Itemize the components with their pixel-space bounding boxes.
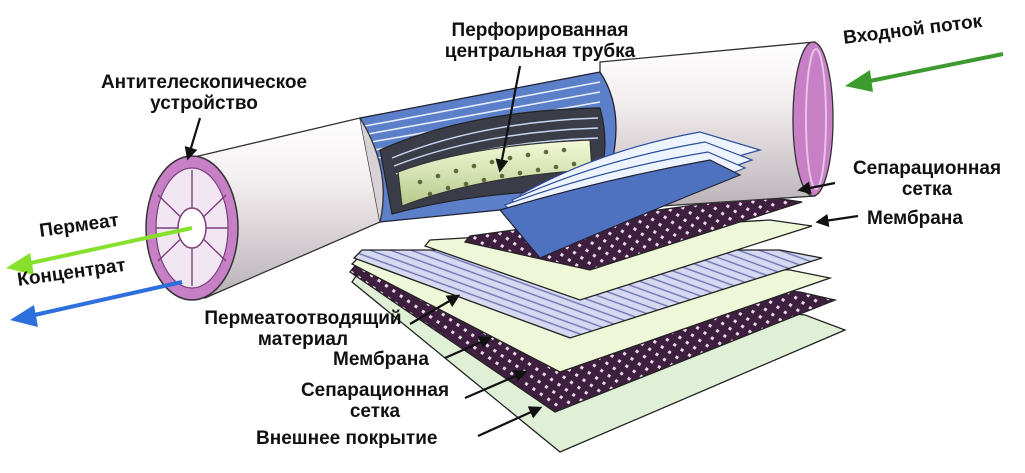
label-perforated-tube: Перфорированная центральная трубка	[444, 20, 636, 62]
leader-permeate-carrier	[409, 294, 461, 325]
leaf-stack	[349, 195, 847, 453]
leader-arrows	[184, 65, 859, 438]
label-permeate-carrier: Пермеатоотводящий материал	[204, 308, 402, 350]
leader-separation-mesh-top	[797, 181, 836, 195]
inlet-end-cap	[792, 41, 834, 197]
label-anti-telescoping: Антителескопическое устройство	[100, 72, 308, 114]
leader-membrane-top	[815, 213, 859, 227]
concentrate-arrowhead	[10, 305, 38, 327]
leader-anti-telescoping	[184, 117, 202, 161]
label-membrane-top: Мембрана	[867, 208, 963, 229]
tube-perforations	[417, 147, 577, 197]
flow-arrows	[6, 52, 1004, 327]
label-outer-wrap: Внешнее покрытие	[256, 428, 438, 449]
rolled-membrane-core	[359, 71, 763, 259]
permeate-arrowhead	[6, 253, 34, 275]
leader-membrane-bottom	[444, 336, 493, 360]
label-separation-mesh-bottom: Сепарационная сетка	[300, 380, 450, 422]
permeate-arrow	[25, 226, 193, 266]
concentrate-arrow	[29, 280, 183, 318]
label-separation-mesh-top: Сепарационная сетка	[852, 158, 1002, 200]
leader-outer-wrap	[477, 406, 543, 438]
leader-perforated-tube	[495, 65, 522, 173]
left-shell	[145, 117, 384, 301]
inlet-flow-arrowhead	[845, 70, 873, 92]
leader-separation-mesh-bottom	[464, 370, 528, 400]
label-membrane-bottom: Мембрана	[333, 349, 429, 370]
inlet-flow-arrow	[864, 52, 1004, 84]
